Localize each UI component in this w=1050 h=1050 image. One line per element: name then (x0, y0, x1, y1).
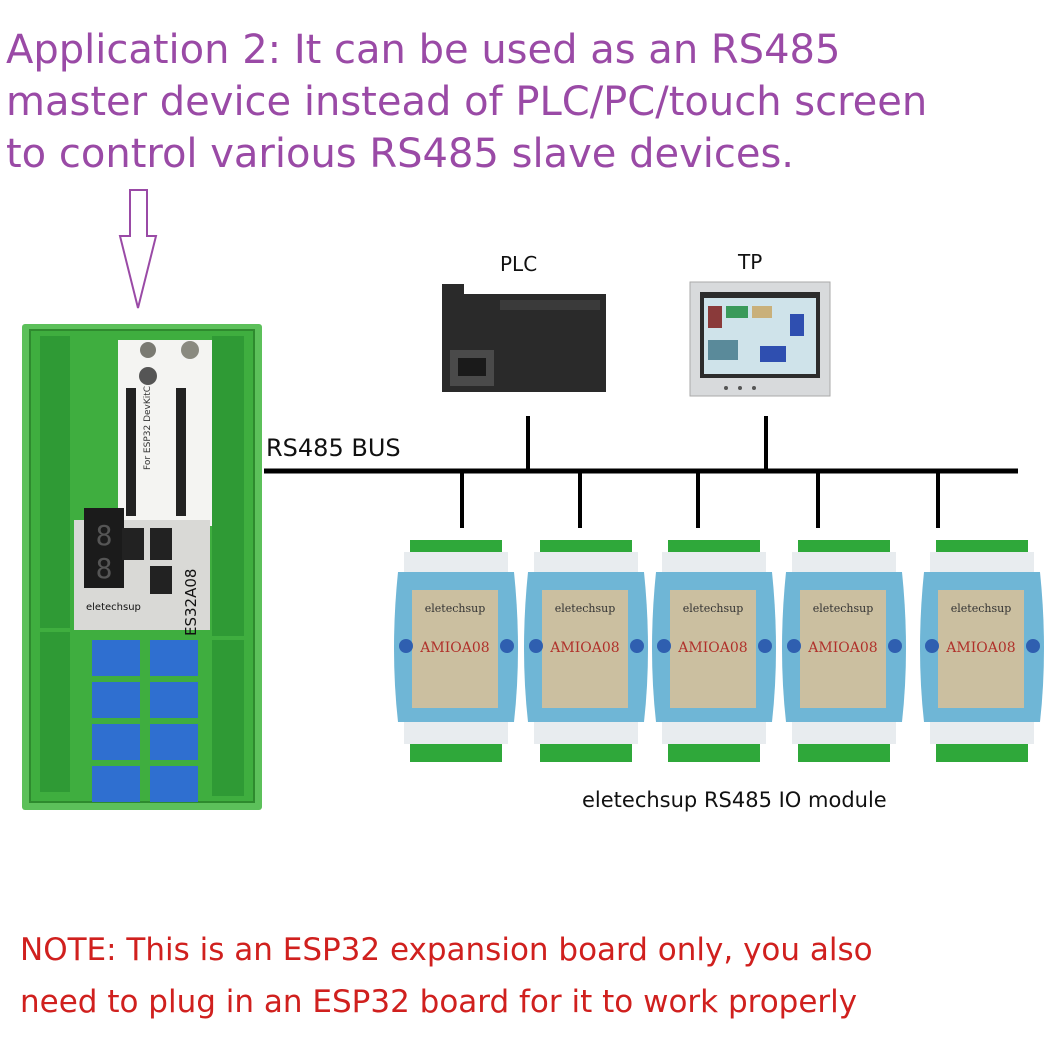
svg-text:8: 8 (96, 519, 113, 552)
io-module-5: eletechsup AMIOA08 (920, 540, 1044, 762)
svg-text:eletechsup: eletechsup (813, 602, 873, 615)
headline: Application 2: It can be used as an RS48… (6, 24, 1046, 180)
board-model-label: ES32A08 (182, 569, 200, 636)
plc-label: PLC (500, 252, 538, 276)
module-caption: eletechsup RS485 IO module (582, 788, 887, 812)
svg-text:eletechsup: eletechsup (555, 602, 615, 615)
left-terminal-strip (40, 336, 70, 792)
bus-label: RS485 BUS (266, 434, 401, 462)
note-line-2: need to plug in an ESP32 board for it to… (20, 984, 858, 1020)
touch-panel-device (689, 281, 831, 397)
svg-text:eletechsup: eletechsup (951, 602, 1011, 615)
svg-text:AMIOA08: AMIOA08 (945, 640, 1015, 656)
svg-text:eletechsup: eletechsup (683, 602, 743, 615)
down-arrow-icon (118, 189, 158, 309)
svg-text:AMIOA08: AMIOA08 (549, 640, 619, 656)
es32a08-board: 8 8 ES32A08 eletechsup For ESP32 DevKitC (22, 324, 262, 810)
tp-label: TP (738, 250, 763, 274)
io-module-3: eletechsup AMIOA08 (652, 540, 776, 762)
io-module-1: eletechsup AMIOA08 (394, 540, 518, 762)
headline-line-1: Application 2: It can be used as an RS48… (6, 27, 841, 73)
headline-line-2: master device instead of PLC/PC/touch sc… (6, 79, 928, 125)
plc-device (442, 284, 606, 392)
io-module-4: eletechsup AMIOA08 (782, 540, 906, 762)
note-line-1: NOTE: This is an ESP32 expansion board o… (20, 932, 873, 968)
svg-text:AMIOA08: AMIOA08 (677, 640, 747, 656)
relay-bank (92, 640, 198, 802)
svg-text:AMIOA08: AMIOA08 (419, 640, 489, 656)
svg-text:eletechsup: eletechsup (425, 602, 485, 615)
right-terminal-strip (212, 336, 244, 796)
io-module-2: eletechsup AMIOA08 (524, 540, 648, 762)
svg-text:8: 8 (96, 552, 113, 585)
board-brand-label: eletechsup (86, 602, 141, 613)
board-for-label: For ESP32 DevKitC (143, 386, 153, 470)
note: NOTE: This is an ESP32 expansion board o… (20, 924, 873, 1028)
headline-line-3: to control various RS485 slave devices. (6, 131, 795, 177)
svg-text:AMIOA08: AMIOA08 (807, 640, 877, 656)
